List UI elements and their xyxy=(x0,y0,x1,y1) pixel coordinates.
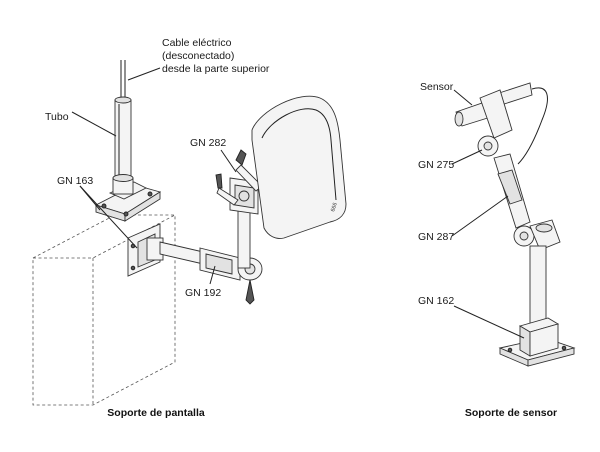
cable-label-line-1: Cable eléctrico xyxy=(162,37,232,49)
right-leader-lines xyxy=(451,89,525,339)
gn275-label: GN 275 xyxy=(418,159,454,171)
left-leader-lines xyxy=(71,67,237,285)
sensor-mount-caption: Soporte de sensor xyxy=(465,407,557,419)
display-mount-caption: Soporte de pantalla xyxy=(107,407,205,419)
screen-mark: 666 xyxy=(330,202,339,213)
cable-label-line-3: desde la parte superior xyxy=(162,63,270,75)
gn275-clamp xyxy=(477,89,513,157)
cable xyxy=(120,60,126,100)
sensor-mount-drawing xyxy=(454,82,576,367)
tube xyxy=(114,96,132,181)
horizontal-arm xyxy=(159,241,263,305)
tube-label: Tubo xyxy=(45,111,69,123)
gn162-base xyxy=(498,317,576,367)
sensor-vertical-post xyxy=(529,219,561,327)
gn163-side-flange xyxy=(127,223,164,277)
cable-label-line-2: (desconectado) xyxy=(162,50,234,62)
sensor-label: Sensor xyxy=(420,81,454,93)
gn163-flange-base xyxy=(94,174,162,222)
gn282-levers xyxy=(215,149,263,206)
gn287-label: GN 287 xyxy=(418,231,454,243)
gn287-arm xyxy=(493,153,535,247)
gn163-label: GN 163 xyxy=(57,175,93,187)
display-mount-drawing: 666 xyxy=(32,60,347,406)
gn192-label: GN 192 xyxy=(185,287,221,299)
vertical-post xyxy=(229,177,259,269)
display-screen: 666 xyxy=(251,95,347,239)
gn282-label: GN 282 xyxy=(190,137,226,149)
gn162-label: GN 162 xyxy=(418,295,454,307)
